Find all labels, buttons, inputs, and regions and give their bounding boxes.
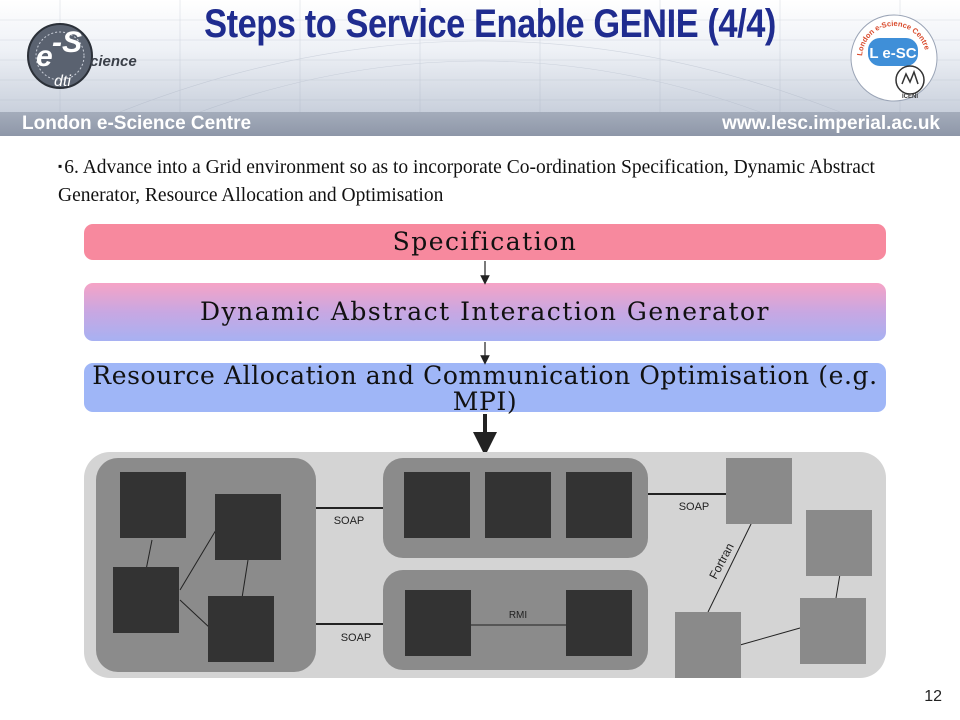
right-link-vertical	[835, 573, 841, 599]
slide-title: Steps to Service Enable GENIE (4/4)	[204, 2, 776, 46]
top-middle-node-3	[566, 472, 632, 538]
top-middle-node-1	[404, 472, 470, 538]
banner-website: www.lesc.imperial.ac.uk	[722, 113, 940, 134]
header-banner: London e-Science Centre www.lesc.imperia…	[0, 112, 960, 136]
soap-label-top-left: SOAP	[334, 515, 365, 527]
bottom-middle-node-1	[405, 590, 471, 656]
fortran-link	[707, 521, 753, 613]
specification-box: Specification	[84, 224, 886, 260]
escience-dti-logo: e -S cience dti	[27, 23, 137, 90]
soap-label-top-right: SOAP	[679, 501, 710, 513]
top-middle-node-2	[485, 472, 551, 538]
logo-left-sub: dti	[54, 73, 71, 90]
rmi-label: RMI	[509, 610, 527, 621]
right-node-middle	[806, 510, 872, 576]
right-node-bottom-right	[800, 598, 866, 664]
specification-label: Specification	[392, 227, 578, 256]
resource-allocation-label-line1: Resource Allocation and Communication Op…	[92, 361, 878, 390]
dynamic-generator-box: Dynamic Abstract Interaction Generator	[84, 283, 886, 341]
lesc-logo: London e-Science Centre L e-SC ICENI	[850, 14, 938, 102]
logo-left-s: -S	[52, 26, 82, 59]
slide-header: e -S cience dti Steps to Service Enable …	[0, 0, 960, 112]
left-node-2	[215, 494, 281, 560]
bullet-point: ▪6. Advance into a Grid environment so a…	[58, 152, 948, 210]
logo-right-mark: L e-SC	[869, 45, 916, 62]
left-link-a	[145, 539, 153, 571]
logo-right-sub: ICENI	[902, 94, 918, 100]
left-node-4	[208, 596, 274, 662]
banner-centre-name: London e-Science Centre	[22, 113, 252, 134]
dynamic-generator-label: Dynamic Abstract Interaction Generator	[200, 297, 770, 326]
resource-allocation-box: Resource Allocation and Communication Op…	[84, 361, 886, 416]
right-node-bottom-left	[675, 612, 741, 678]
soap-label-bottom-left: SOAP	[341, 632, 372, 644]
left-link-d	[241, 559, 249, 599]
right-node-top	[726, 458, 792, 524]
left-link-b	[179, 529, 217, 591]
left-node-3	[113, 567, 179, 633]
page-number: 12	[924, 688, 942, 705]
bullet-marker: ▪	[58, 159, 63, 173]
right-link-bottom	[739, 627, 801, 646]
bullet-text: 6. Advance into a Grid environment so as…	[58, 157, 875, 206]
left-link-c	[179, 599, 211, 629]
bottom-middle-node-2	[566, 590, 632, 656]
left-node-1	[120, 472, 186, 538]
logo-left-e: e	[36, 40, 53, 73]
logo-left-word: cience	[90, 53, 137, 70]
resource-allocation-label-line2: MPI)	[452, 387, 518, 416]
